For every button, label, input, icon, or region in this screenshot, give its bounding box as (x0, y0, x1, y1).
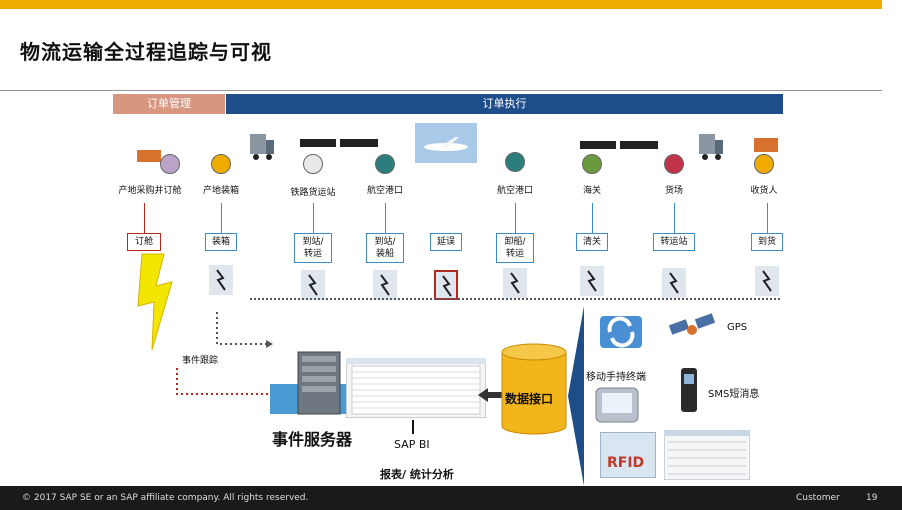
event-tracking-label: 事件跟踪 (182, 356, 219, 366)
event-signal-icon (373, 270, 397, 300)
event-server-label: 事件服务器 (272, 430, 353, 449)
event-signal-icon (580, 266, 604, 296)
rfid-screen-screenshot (664, 430, 750, 480)
connector-line (313, 203, 314, 233)
airplane-icon (415, 123, 477, 163)
node-label-customs: 海关 (582, 186, 602, 196)
event-arrive-ship: 到站/ 装船 (366, 233, 404, 263)
connector-line (592, 203, 593, 233)
event-arrive-transfer: 到站/ 转运 (294, 233, 332, 263)
page-number: 19 (866, 493, 878, 503)
node-dot-customs (582, 154, 602, 174)
node-label-origin-packing: 产地装箱 (202, 186, 240, 196)
event-signal-icon (209, 265, 233, 295)
node-label-yard: 货场 (664, 186, 684, 196)
node-dot-origin-packing (211, 154, 231, 174)
arrow-to-bi (412, 420, 414, 434)
audience-label: Customer (796, 493, 840, 503)
event-table-screenshot (346, 358, 486, 418)
sync-icon (600, 316, 642, 348)
connector-line (767, 203, 768, 233)
node-label-airport-2: 航空港口 (496, 186, 534, 196)
connector-line (221, 203, 222, 233)
gps-label: GPS (727, 322, 748, 333)
input-bracket (568, 306, 584, 486)
event-signal-icon (755, 266, 779, 296)
server-icon (297, 351, 341, 415)
node-dot-airport-1 (375, 154, 395, 174)
event-packing: 装箱 (205, 233, 237, 251)
lightning-icon (137, 253, 173, 351)
top-accent-bar (0, 0, 882, 9)
copyright-text: © 2017 SAP SE or an SAP affiliate compan… (22, 493, 309, 503)
node-dot-rail-station (303, 154, 323, 174)
database-icon (501, 343, 567, 435)
connector-line (674, 203, 675, 233)
mobile-phone-icon (681, 368, 697, 412)
node-label-consignee: 收货人 (750, 186, 778, 196)
node-dot-airport-2 (505, 152, 525, 172)
arrow-left-icon (478, 388, 502, 402)
event-transfer-station: 转运站 (653, 233, 695, 251)
truck-icon (699, 134, 723, 160)
train-icon (580, 141, 658, 149)
mobile-terminal-label: 移动手持终端 (586, 372, 646, 383)
node-dot-consignee (754, 154, 774, 174)
footer-bar (0, 486, 902, 510)
container-icon (754, 138, 778, 152)
event-signal-icon (434, 270, 458, 300)
truck-icon (250, 134, 274, 160)
title-divider (0, 90, 882, 91)
node-label-airport-1: 航空港口 (366, 186, 404, 196)
sap-bi-label: SAP BI (394, 438, 430, 451)
event-collection-line (250, 298, 780, 300)
phase-order-management: 订单管理 (113, 94, 225, 114)
event-delay: 延误 (430, 233, 462, 251)
page-title: 物流运输全过程追踪与可视 (20, 40, 272, 64)
container-icon (137, 150, 161, 162)
node-label-origin-booking: 产地采购并订舱 (118, 186, 182, 196)
satellite-icon (668, 313, 716, 335)
node-dot-yard (664, 154, 684, 174)
node-dot-origin-booking (160, 154, 180, 174)
handheld-device-icon (595, 387, 639, 423)
phase-order-execution: 订单执行 (226, 94, 783, 114)
event-booking: 订舱 (127, 233, 161, 251)
data-interface-label: 数据接口 (505, 392, 554, 406)
connector-line (385, 203, 386, 233)
event-signal-icon (503, 268, 527, 298)
event-arrival: 到货 (751, 233, 783, 251)
node-label-rail-station: 铁路货运站 (290, 188, 336, 198)
event-signal-icon (662, 268, 686, 298)
train-icon (300, 139, 378, 147)
rfid-label: RFID (607, 455, 645, 471)
sms-label: SMS短消息 (708, 389, 760, 400)
event-unload-transfer: 卸船/ 转运 (496, 233, 534, 263)
connector-line (515, 203, 516, 233)
event-customs-clearance: 清关 (576, 233, 608, 251)
rfid-tag-icon: RFID (600, 432, 656, 478)
connector-line (144, 203, 145, 233)
report-label: 报表/ 统计分析 (380, 468, 454, 481)
event-signal-icon (301, 270, 325, 300)
